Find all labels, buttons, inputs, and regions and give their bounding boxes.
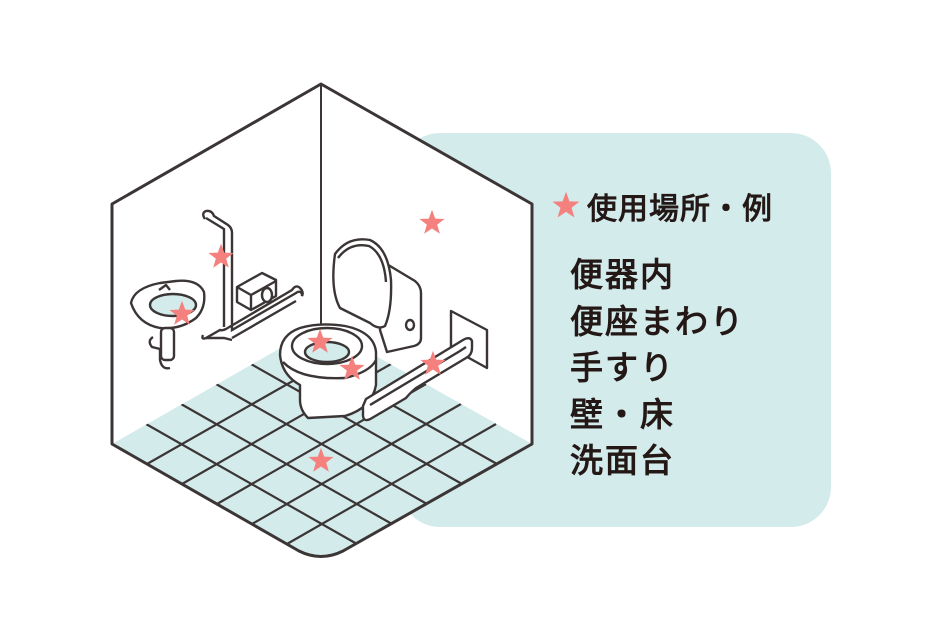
usage-location-list: 便器内 便座まわり 手すり 壁・床 洗面台 [570, 252, 745, 485]
folding-grab-bar [361, 309, 489, 422]
list-item: 洗面台 [570, 441, 675, 480]
toilet [278, 238, 423, 420]
l-shaped-grab-bar [201, 209, 304, 342]
list-item: 手すり [570, 348, 675, 387]
legend-title: 使用場所・例 [551, 181, 773, 231]
list-item: 便座まわり [570, 301, 745, 341]
list-item: 壁・床 [570, 394, 675, 434]
toilet-paper-holder [235, 271, 278, 312]
star-icon [552, 191, 580, 218]
room-outline [110, 82, 534, 558]
list-item: 便器内 [570, 255, 675, 294]
legend-title-text: 使用場所・例 [587, 192, 773, 227]
